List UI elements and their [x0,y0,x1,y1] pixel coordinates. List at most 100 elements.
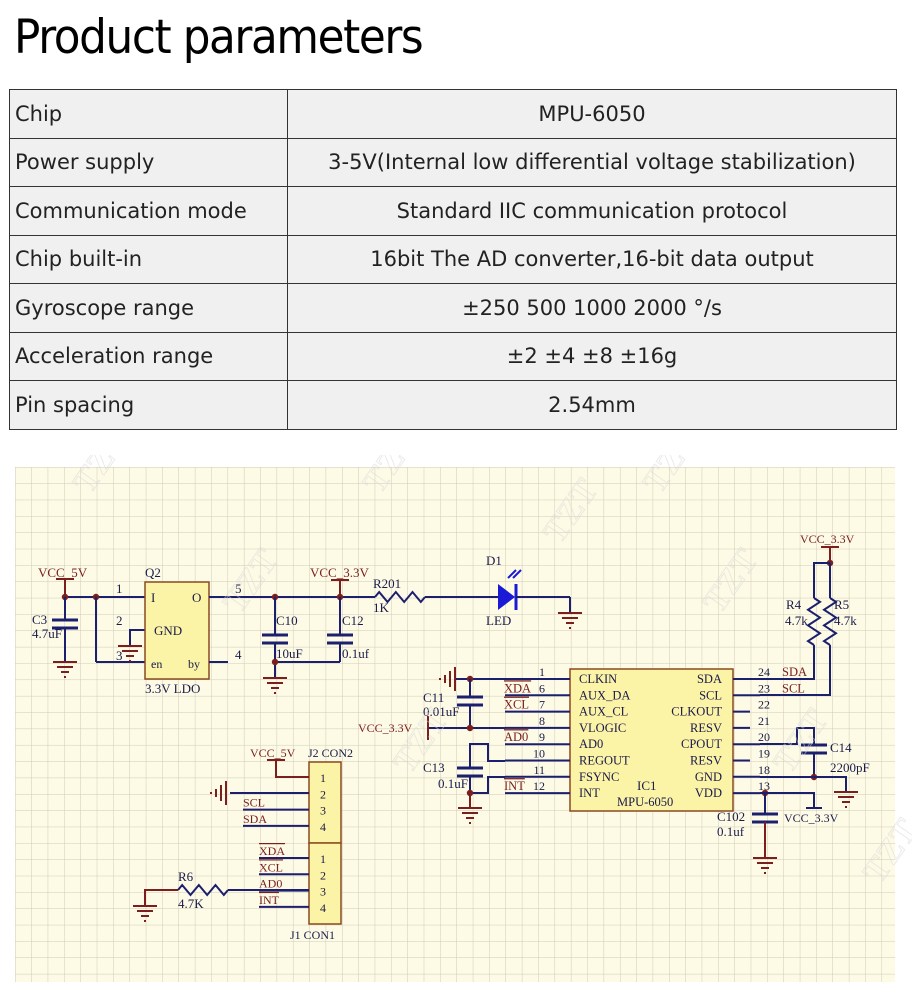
ldo-name: 3.3V LDO [145,681,200,696]
ic1-pin-number: 8 [539,714,545,728]
ic1-pin-name: VDD [695,786,722,800]
r4-ref: R4 [786,597,802,612]
r6-ref: R6 [178,869,194,884]
wire [760,727,815,745]
c3-ref: C3 [32,612,47,627]
param-label: Chip [9,89,288,139]
c102-ground-icon [753,857,777,874]
j1-pin-number: 1 [320,852,326,866]
r5-value: 4.7k [834,613,857,628]
ic1-pin-number: 6 [539,681,545,695]
c10-ground-icon [263,677,287,694]
j2-pin-number: 1 [320,771,326,785]
ldo-gnd-wire [129,629,145,645]
c11-ref: C11 [423,690,444,705]
ic1-pin-name: RESV [690,721,722,735]
ic1-pin-number: 9 [539,730,545,744]
c12-value: 0.1uf [342,646,370,661]
ic1-pin-number: 18 [758,763,770,777]
ic1-pin-number: 13 [758,779,770,793]
ldo-pin-gnd: GND [154,623,182,638]
ic1-pin-name: VLOGIC [579,721,626,735]
param-label: Acceleration range [9,331,288,381]
ic1-pin-number: 19 [758,747,770,761]
param-value: Standard IIC communication protocol [287,186,897,236]
wire [469,743,505,768]
ldo-pin-5: 5 [235,581,242,596]
net-label: INT [259,893,280,907]
r6-ground-icon [133,905,157,922]
ldo-ref: Q2 [145,565,161,580]
ldo-pin-i: I [151,590,155,605]
ic1-pin-name: REGOUT [579,754,630,768]
junction-dot [466,724,474,732]
c14-ref: C14 [830,740,852,755]
ldo-ground-icon [118,645,142,662]
c14-ground-icon [834,791,858,808]
j2-label: J2 CON2 [308,746,353,760]
vcc33-label: VCC_3.3V [358,721,413,735]
c13-value: 0.1uF [438,776,468,791]
wire [275,760,309,778]
led-ground-icon [558,612,582,629]
vcc33-label: VCC_3.3V [800,532,855,546]
r4-resistor [806,597,822,646]
j1-pin-number: 4 [320,901,326,915]
wire [760,645,815,680]
j1-pin-number: 3 [320,885,326,899]
d1-ref: D1 [486,553,502,568]
ic1-pin-name: CPOUT [681,737,722,751]
net-label: AD0 [504,730,528,744]
param-label: Communication mode [9,186,288,236]
c14-value: 2200pF [830,760,870,775]
light-arrows-icon [507,569,522,579]
ldo-pin-2: 2 [116,613,123,628]
net-label: SDA [782,665,807,679]
net-label: XCL [259,860,283,874]
r201-value: 1K [373,600,390,615]
net-label: XDA [504,681,531,695]
wire [813,562,830,598]
wire [760,792,815,808]
ic1-pin-name: INT [579,786,600,800]
wire [760,645,831,696]
j1-label: J1 CON1 [290,928,335,942]
ic1-pin-name: CLKIN [579,672,617,686]
vcc5-label: VCC_5V [38,565,88,580]
param-value: 3-5V(Internal low differential voltage s… [287,137,897,187]
ic1-pin-number: 7 [539,698,545,712]
c3-ground-icon [53,661,77,678]
c13-ground-icon [458,807,482,824]
ic1-pin-name: FSYNC [579,770,619,784]
ic1-pin-name: CLKOUT [671,705,722,719]
vcc33-label: VCC_3.3V [310,565,369,580]
c10-ref: C10 [276,613,298,628]
ic1-pin-name: SDA [697,672,722,686]
ldo-pin-1: 1 [116,581,123,596]
vcc33-label: VCC_3.3V [784,811,839,825]
wire [144,889,178,906]
param-label: Power supply [9,137,288,187]
ldo-pin-4: 4 [235,647,242,662]
ic1-pin-name: AUX_CL [579,705,628,719]
ic1-pin-name: AD0 [579,737,603,751]
param-label: Gyroscope range [9,283,288,333]
param-value: 16bit The AD converter,16-bit data outpu… [287,234,897,284]
r201-ref: R201 [373,576,401,591]
ldo-pin-en: en [151,657,162,671]
ic1-pin-name: AUX_DA [579,688,630,702]
c12-ref: C12 [342,613,364,628]
param-row: Gyroscope range±250 500 1000 2000 °/s [9,283,897,333]
ic1-pin-number: 12 [533,779,545,793]
net-label: AD0 [259,877,282,891]
j2-pin-number: 4 [320,820,326,834]
ic1-pin-number: 11 [533,763,545,777]
ic1-pin-number: 24 [758,665,770,679]
net-label: SCL [782,681,805,695]
vcc5-label: VCC_5V [250,746,296,760]
